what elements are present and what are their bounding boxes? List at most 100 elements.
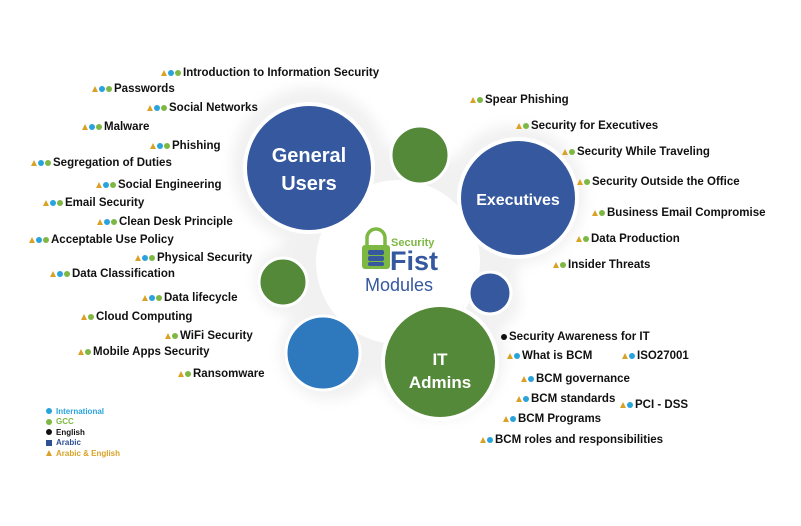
module-item[interactable]: Data Classification bbox=[50, 267, 175, 281]
module-item[interactable]: Clean Desk Principle bbox=[97, 215, 233, 229]
black-dot-icon bbox=[46, 429, 52, 436]
module-item[interactable]: Phishing bbox=[150, 139, 221, 153]
small-green-circle-top bbox=[389, 124, 451, 186]
arabic-english-triangle-icon bbox=[142, 295, 148, 301]
it-admins-circle[interactable] bbox=[381, 303, 499, 421]
international-dot-icon bbox=[523, 396, 529, 402]
arabic-english-triangle-icon bbox=[43, 200, 49, 206]
module-label: PCI - DSS bbox=[635, 399, 689, 411]
international-dot-icon bbox=[514, 353, 520, 359]
module-item[interactable]: Security Outside the Office bbox=[577, 175, 740, 189]
arabic-english-triangle-icon bbox=[480, 437, 486, 443]
international-dot-icon bbox=[99, 86, 105, 92]
international-dot-icon bbox=[104, 219, 110, 225]
arabic-english-triangle-icon bbox=[178, 371, 184, 377]
module-item[interactable]: Malware bbox=[82, 120, 149, 134]
module-item[interactable]: What is BCM bbox=[507, 349, 592, 363]
legend-entry: Arabic bbox=[46, 438, 120, 449]
blue-dot-icon bbox=[46, 408, 52, 415]
small-navy-circle-right bbox=[467, 270, 513, 316]
module-item[interactable]: Passwords bbox=[92, 82, 175, 96]
module-item[interactable]: WiFi Security bbox=[165, 329, 253, 343]
international-dot-icon bbox=[50, 200, 56, 206]
module-label: BCM governance bbox=[536, 373, 630, 385]
module-item[interactable]: PCI - DSS bbox=[620, 398, 688, 412]
legend-entry: GCC bbox=[46, 417, 120, 428]
module-item[interactable]: Acceptable Use Policy bbox=[29, 233, 174, 247]
module-item[interactable]: BCM Programs bbox=[503, 412, 601, 426]
general-users-title-line2: Users bbox=[281, 173, 337, 195]
international-dot-icon bbox=[627, 402, 633, 408]
legend-entry: English bbox=[46, 427, 120, 438]
module-item[interactable]: Social Networks bbox=[147, 101, 258, 115]
module-item[interactable]: ISO27001 bbox=[622, 349, 689, 363]
gcc-dot-icon bbox=[111, 219, 117, 225]
logo-fist-text: Fist bbox=[390, 246, 438, 276]
arabic-english-triangle-icon bbox=[50, 271, 56, 277]
gcc-dot-icon bbox=[57, 200, 63, 206]
arabic-english-triangle-icon bbox=[521, 376, 527, 382]
module-label: Security While Traveling bbox=[577, 146, 710, 158]
module-item[interactable]: Security Awareness for IT bbox=[501, 330, 650, 344]
arabic-english-triangle-icon bbox=[470, 97, 476, 103]
module-item[interactable]: Physical Security bbox=[135, 251, 252, 265]
arabic-english-triangle-icon bbox=[161, 70, 167, 76]
module-item[interactable]: Segregation of Duties bbox=[31, 156, 172, 170]
language-markers bbox=[92, 86, 112, 92]
module-item[interactable]: Data lifecycle bbox=[142, 291, 238, 305]
module-item[interactable]: Spear Phishing bbox=[470, 93, 569, 107]
arabic-english-triangle-icon bbox=[577, 179, 583, 185]
language-markers bbox=[503, 416, 516, 422]
module-item[interactable]: Data Production bbox=[576, 232, 680, 246]
module-label: Security Awareness for IT bbox=[509, 331, 650, 343]
module-item[interactable]: BCM roles and responsibilities bbox=[480, 433, 663, 447]
module-label: Physical Security bbox=[157, 252, 253, 264]
module-item[interactable]: Insider Threats bbox=[553, 258, 650, 272]
gcc-dot-icon bbox=[106, 86, 112, 92]
arabic-english-triangle-icon bbox=[97, 219, 103, 225]
language-markers bbox=[622, 353, 635, 359]
international-dot-icon bbox=[36, 237, 42, 243]
gcc-dot-icon bbox=[569, 149, 575, 155]
module-item[interactable]: Security for Executives bbox=[516, 119, 658, 133]
logo-security-text: Security bbox=[391, 237, 435, 249]
international-dot-icon bbox=[528, 376, 534, 382]
module-item[interactable]: Email Security bbox=[43, 196, 144, 210]
arabic-english-triangle-icon bbox=[592, 210, 598, 216]
module-item[interactable]: Mobile Apps Security bbox=[78, 345, 210, 359]
international-dot-icon bbox=[510, 416, 516, 422]
arabic-english-triangle-icon bbox=[96, 182, 102, 188]
module-label: Phishing bbox=[172, 140, 221, 152]
module-item[interactable]: BCM standards bbox=[516, 392, 615, 406]
module-label: Email Security bbox=[65, 197, 145, 209]
gcc-dot-icon bbox=[88, 314, 94, 320]
module-label: Social Engineering bbox=[118, 179, 222, 191]
module-item[interactable]: Social Engineering bbox=[96, 178, 222, 192]
international-dot-icon bbox=[154, 105, 160, 111]
module-item[interactable]: Cloud Computing bbox=[81, 310, 192, 324]
language-markers bbox=[516, 396, 529, 402]
international-dot-icon bbox=[89, 124, 95, 130]
language-markers bbox=[142, 295, 162, 301]
executives-title: Executives bbox=[476, 192, 560, 209]
module-label: Data Production bbox=[591, 233, 680, 245]
arabic-square-icon bbox=[46, 439, 52, 446]
module-item[interactable]: Business Email Compromise bbox=[592, 206, 766, 220]
language-markers bbox=[577, 179, 590, 185]
legend-label: Arabic & English bbox=[56, 448, 121, 458]
executives-circle[interactable] bbox=[457, 137, 579, 259]
language-markers bbox=[470, 97, 483, 103]
module-item[interactable]: Introduction to Information Security bbox=[161, 66, 379, 80]
module-item[interactable]: Ransomware bbox=[178, 367, 265, 381]
module-item[interactable]: BCM governance bbox=[521, 372, 630, 386]
module-item[interactable]: Security While Traveling bbox=[562, 145, 710, 159]
language-markers bbox=[165, 333, 178, 339]
module-label: Security Outside the Office bbox=[592, 176, 740, 188]
module-label: Ransomware bbox=[193, 368, 265, 380]
language-markers bbox=[78, 349, 91, 355]
general-users-circle[interactable] bbox=[243, 102, 375, 234]
legend-label: Arabic bbox=[56, 438, 81, 448]
gcc-dot-icon bbox=[583, 236, 589, 242]
international-dot-icon bbox=[38, 160, 44, 166]
